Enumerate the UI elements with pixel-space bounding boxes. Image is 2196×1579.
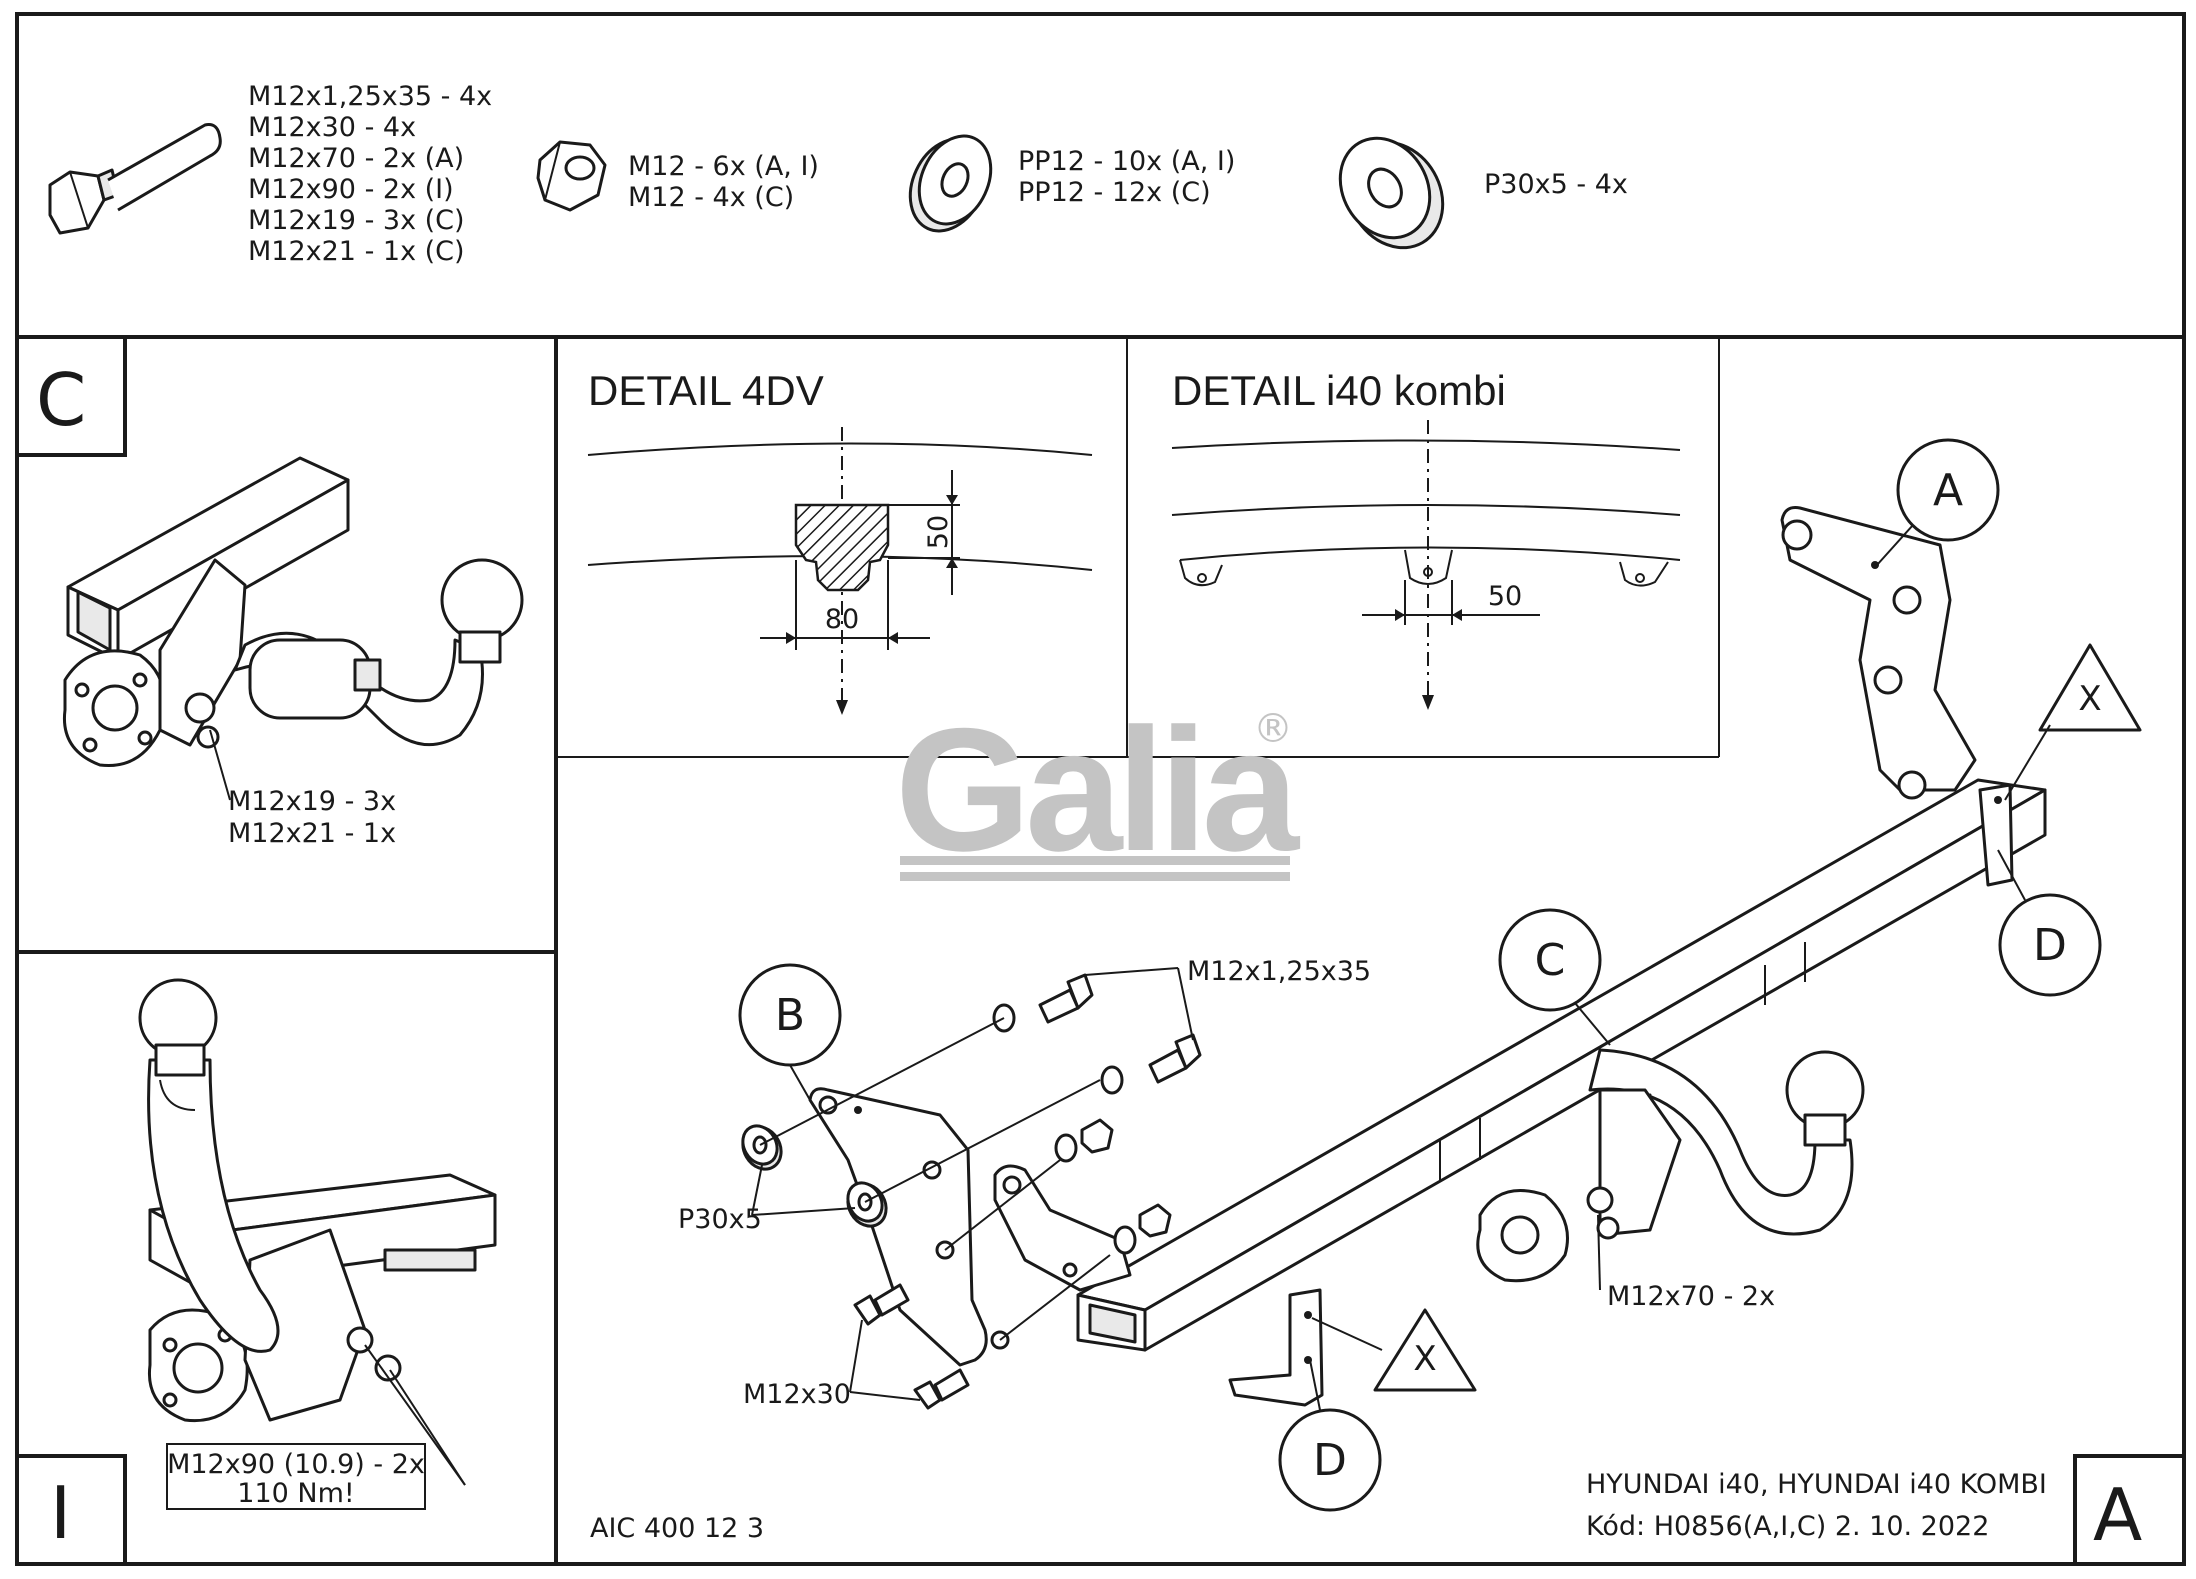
- detail-4dv-width-dim: 80: [825, 604, 859, 635]
- parts-list: M12x1,25x35 - 4x M12x30 - 4x M12x70 - 2x…: [48, 81, 1628, 267]
- hex-bolt-icon: [48, 123, 222, 235]
- panel-i-torque-line-1: M12x90 (10.9) - 2x: [167, 1449, 425, 1480]
- detail-4dv-height-dim: 50: [923, 515, 954, 549]
- main-corner-letter: A: [2093, 1473, 2142, 1557]
- panel-c: C M12x19 - 3x M12x21: [15, 335, 524, 849]
- label-bolt-ball: M12x70 - 2x: [1607, 1281, 1775, 1312]
- callout-a: A: [1876, 438, 2000, 566]
- detail-4dv-title: DETAIL 4DV: [588, 367, 824, 414]
- bolt-spec-4: M12x90 - 2x (I): [248, 174, 454, 205]
- detail-kombi-title: DETAIL i40 kombi: [1172, 367, 1506, 414]
- tow-ball-arm-i: [138, 978, 280, 1353]
- label-bolt-bottom: M12x30: [743, 1379, 851, 1410]
- sheet-frame: [15, 12, 2186, 1566]
- nut-spec-2: M12 - 4x (C): [628, 182, 794, 213]
- vehicle-name: HYUNDAI i40, HYUNDAI i40 KOMBI: [1586, 1469, 2047, 1500]
- galia-watermark: Galia ®: [895, 693, 1307, 888]
- detail-kombi: DETAIL i40 kombi 50: [1171, 367, 1681, 710]
- triangle-x-top: X: [2004, 643, 2142, 801]
- watermark-brand: Galia: [895, 693, 1301, 888]
- callout-c: C: [1498, 908, 1611, 1046]
- bottom-bolts: [853, 1283, 970, 1410]
- washer-spec-1: PP12 - 10x (A, I): [1018, 146, 1235, 177]
- bolt-spec-list: M12x1,25x35 - 4x M12x30 - 4x M12x70 - 2x…: [248, 81, 492, 267]
- callout-d-top: D: [1997, 849, 2102, 997]
- drawing-code: AIC 400 12 3: [590, 1513, 764, 1544]
- triangle-x-bottom: X: [1311, 1308, 1477, 1392]
- bolt-spec-2: M12x30 - 4x: [248, 112, 416, 143]
- panel-i-torque-line-2: 110 Nm!: [237, 1478, 354, 1509]
- washer-nut-stack: [1054, 1118, 1172, 1255]
- bolt-spec-5: M12x19 - 3x (C): [248, 205, 465, 236]
- detail-4dv: DETAIL 4DV 50 80: [587, 367, 1093, 715]
- svg-text:X: X: [1413, 1339, 1436, 1379]
- svg-text:X: X: [2078, 679, 2101, 719]
- bracket-i: [243, 1228, 402, 1422]
- spring-washer-icon: [908, 134, 993, 233]
- svg-text:D: D: [1313, 1435, 1347, 1486]
- panel-c-note-2: M12x21 - 1x: [228, 818, 396, 849]
- side-bracket: [993, 1164, 1132, 1292]
- svg-text:B: B: [775, 990, 805, 1041]
- watermark-registered-mark: ®: [1253, 706, 1293, 752]
- d-bracket-bottom: [1228, 1288, 1324, 1407]
- top-bolts: [992, 973, 1202, 1095]
- mounting-flange-c: [62, 649, 166, 768]
- hex-nut-icon: [536, 140, 607, 212]
- svg-text:A: A: [1933, 465, 1963, 516]
- tow-ball-arm-c: [233, 558, 524, 747]
- label-bolt-top: M12x1,25x35: [1187, 956, 1371, 987]
- panel-i-corner-letter: I: [50, 1471, 71, 1555]
- label-plate-washer: P30x5: [678, 1204, 762, 1235]
- svg-text:C: C: [1535, 935, 1566, 986]
- bolt-spec-3: M12x70 - 2x (A): [248, 143, 464, 174]
- kod-date: Kód: H0856(A,I,C) 2. 10. 2022: [1586, 1511, 1989, 1542]
- ball-assembly-main: [1476, 1048, 1865, 1283]
- callout-d-bottom: D: [1278, 1359, 1382, 1512]
- plate-washer-icon: [1338, 136, 1445, 250]
- plate-washer-spec: P30x5 - 4x: [1484, 169, 1628, 200]
- callout-b: B: [738, 963, 842, 1101]
- svg-text:D: D: [2033, 920, 2067, 971]
- panel-c-note-1: M12x19 - 3x: [228, 786, 396, 817]
- washer-spec-2: PP12 - 12x (C): [1018, 177, 1211, 208]
- bolt-spec-6: M12x21 - 1x (C): [248, 236, 465, 267]
- panel-i: I M12x90 (10.9) - 2x 110: [15, 978, 497, 1566]
- detail-kombi-width-dim: 50: [1488, 581, 1522, 612]
- nut-spec-1: M12 - 6x (A, I): [628, 151, 819, 182]
- bracket-a: [1780, 506, 1977, 800]
- profile-section-4dv: [794, 503, 890, 592]
- bracket-b: [808, 1087, 1010, 1367]
- main-assembly: A: [590, 438, 2186, 1566]
- bolt-spec-1: M12x1,25x35 - 4x: [248, 81, 492, 112]
- panel-c-corner-letter: C: [36, 358, 86, 442]
